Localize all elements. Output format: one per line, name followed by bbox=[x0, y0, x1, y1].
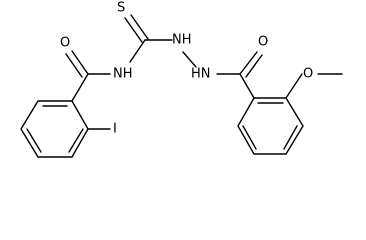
bond-cs-double-a bbox=[124, 17, 143, 43]
bond-co-left-a bbox=[71, 50, 89, 75]
atom-amide-nh: NH bbox=[113, 67, 133, 82]
atom-carbonyl-oxygen-left: O bbox=[60, 36, 70, 51]
bond-carbonyl-ring-left bbox=[71, 73, 89, 102]
bond-c-nh-left bbox=[129, 39, 146, 63]
atom-hydrazine-nh-1: NH bbox=[172, 33, 192, 48]
right-ring-double-3 bbox=[242, 125, 257, 150]
molecule-diagram: S NH NH O HN O O I bbox=[20, 1, 343, 158]
left-ring-double-2 bbox=[26, 128, 42, 153]
bond-co-right-a bbox=[239, 51, 258, 75]
bond-co-left-b bbox=[65, 53, 83, 78]
bond-carbonyl-ring-right bbox=[239, 73, 255, 99]
atom-label-layer: S NH NH O HN O O I bbox=[60, 1, 313, 137]
bond-layer bbox=[20, 14, 343, 158]
atom-methoxy-oxygen: O bbox=[303, 67, 313, 82]
atom-iodine: I bbox=[113, 122, 117, 137]
bond-cs-double-b bbox=[130, 14, 149, 40]
right-ring-double-2 bbox=[283, 125, 298, 150]
left-ring-double-3 bbox=[68, 128, 84, 153]
atom-sulfur: S bbox=[117, 1, 125, 16]
structure-drawing: S NH NH O HN O O I bbox=[20, 1, 343, 158]
left-benzene-ring bbox=[20, 100, 89, 158]
right-benzene-ring bbox=[237, 97, 304, 155]
bond-ring-methoxy-o bbox=[285, 73, 303, 99]
atom-hydrazine-nh-2: HN bbox=[191, 67, 211, 82]
bond-co-right-b bbox=[245, 54, 263, 78]
atom-carbonyl-oxygen-right: O bbox=[258, 35, 268, 50]
bond-nh-hn bbox=[182, 51, 197, 68]
